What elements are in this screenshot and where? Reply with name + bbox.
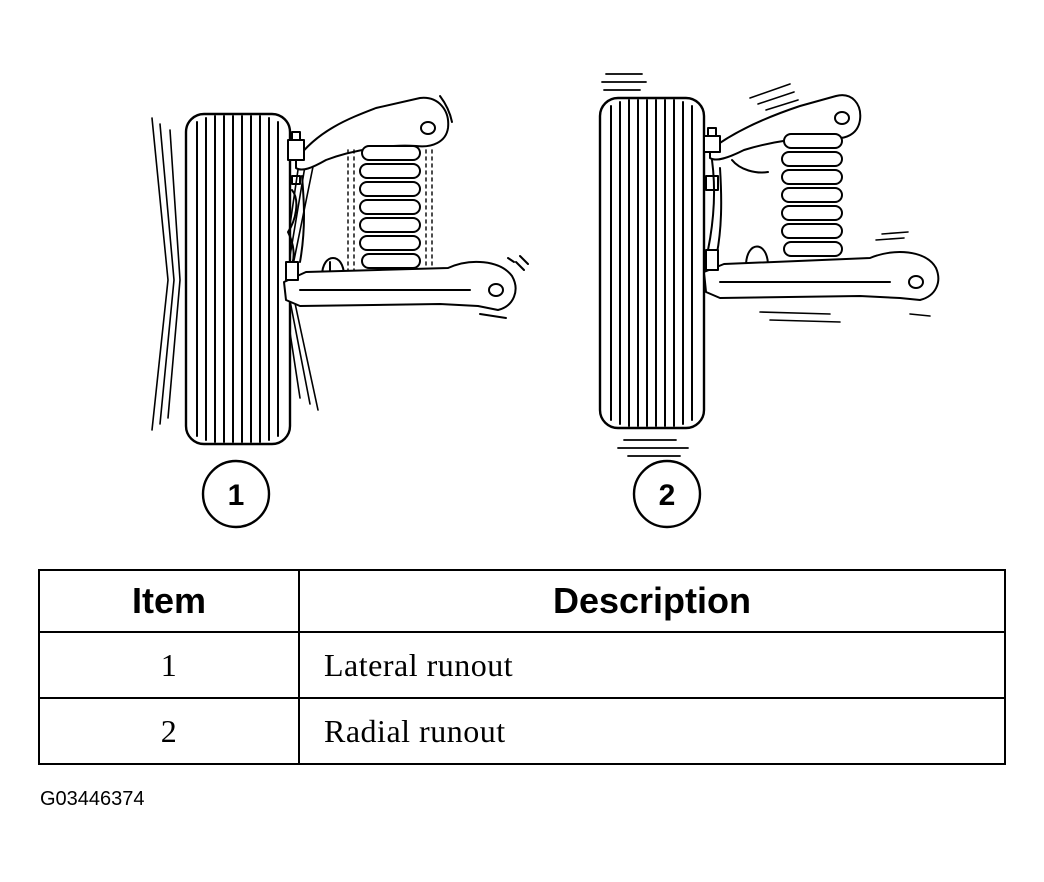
tire-1 [184, 112, 292, 446]
runout-illustration: 1 2 [151, 73, 940, 529]
figure-id-label: G03446374 [40, 788, 145, 810]
bump-stop-2 [745, 245, 769, 267]
tire-2 [598, 96, 706, 430]
table-row: 1 Lateral runout [38, 631, 1006, 699]
lateral-runout-illustration [151, 95, 529, 446]
table-row: 2 Radial runout [38, 697, 1006, 765]
legend-table: Item Description 1 Lateral runout 2 Radi… [38, 569, 1006, 765]
description-cell: Radial runout [298, 697, 1006, 765]
lateral-dashed-guides [347, 149, 433, 281]
item-column-header: Item [38, 569, 300, 633]
item-number-cell: 1 [38, 631, 300, 699]
lower-control-arm-2 [703, 231, 940, 323]
knuckle-2 [705, 159, 723, 259]
knuckle-1 [287, 175, 305, 271]
radial-runout-illustration [598, 73, 940, 457]
upper-control-arm-2 [703, 83, 862, 174]
coil-spring-1 [359, 145, 421, 269]
legend-header-row: Item Description [38, 569, 1006, 633]
description-column-header: Description [298, 569, 1006, 633]
callout-2: 2 [632, 459, 702, 529]
lower-control-arm-1 [283, 255, 529, 319]
callout-2-label: 2 [659, 479, 676, 512]
callout-1: 1 [201, 459, 271, 529]
radial-hop-lines [601, 73, 689, 457]
item-number-cell: 2 [38, 697, 300, 765]
callout-1-label: 1 [228, 479, 245, 512]
upper-control-arm-1 [287, 95, 453, 185]
description-cell: Lateral runout [298, 631, 1006, 699]
coil-spring-2 [781, 133, 843, 257]
